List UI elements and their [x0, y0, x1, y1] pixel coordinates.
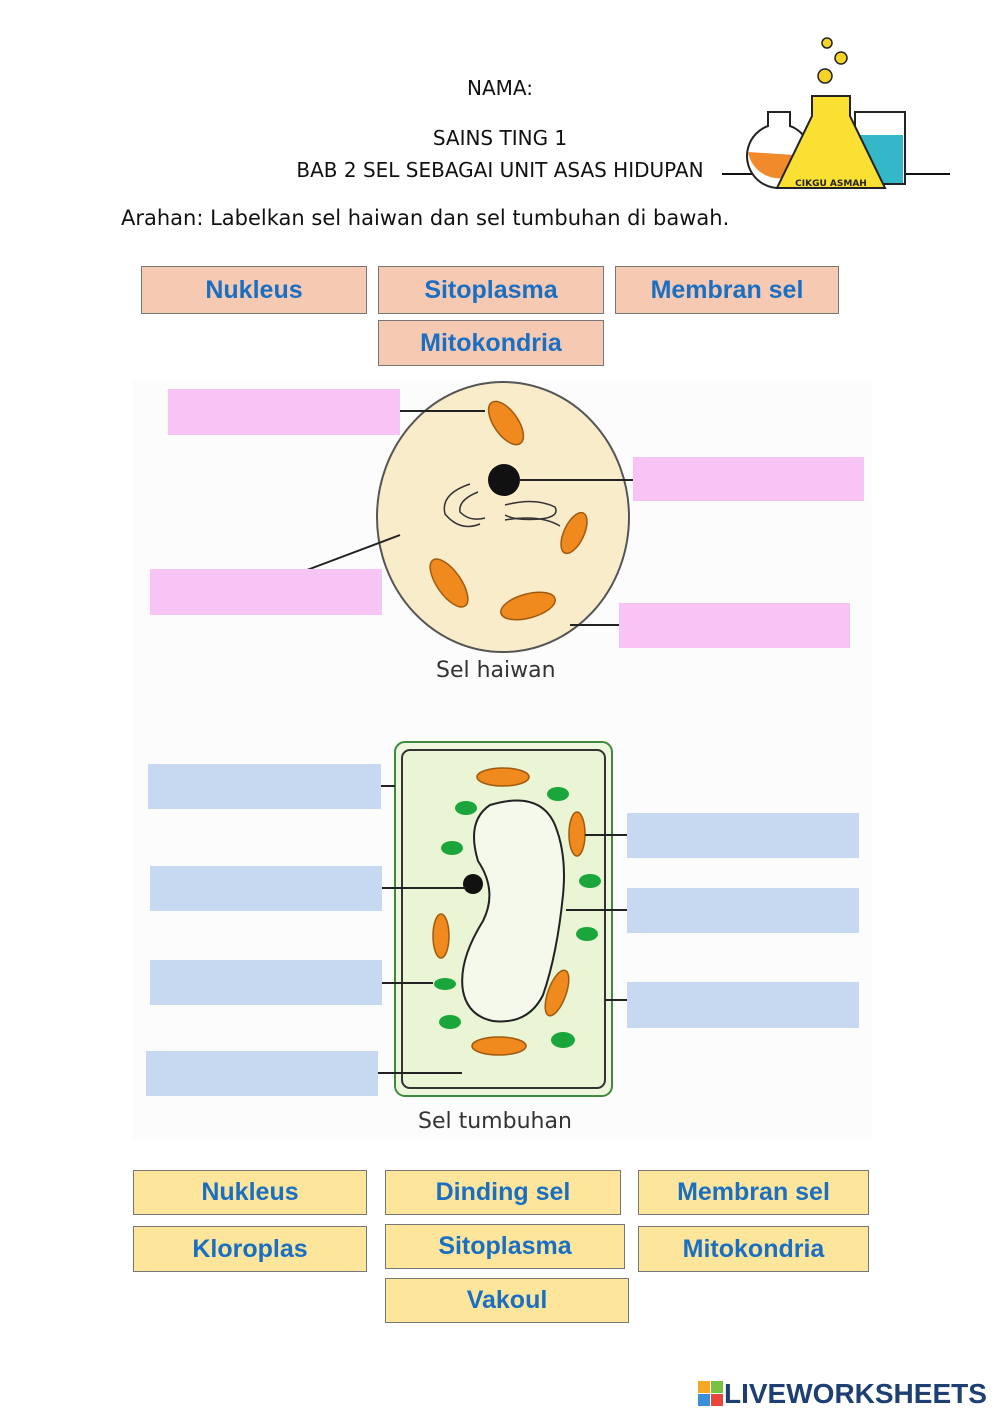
word-membran-sel[interactable]: Membran sel	[615, 266, 839, 314]
chloroplasts	[434, 787, 601, 1048]
golgi	[443, 483, 561, 528]
word-sitoplasma[interactable]: Sitoplasma	[378, 266, 604, 314]
animal-answer-3[interactable]	[150, 569, 382, 615]
chapter-title: BAB 2 SEL SEBAGAI UNIT ASAS HIDUPAN	[296, 158, 704, 182]
mitochondria	[432, 767, 586, 1056]
instruction-text: Arahan: Labelkan sel haiwan dan sel tumb…	[121, 206, 730, 230]
plant-cell-diagram	[374, 741, 627, 1097]
plant-answer-6[interactable]	[627, 888, 859, 933]
liveworksheets-logo: LIVEWORKSHEETS	[698, 1378, 987, 1410]
name-label: NAMA:	[467, 76, 533, 100]
animal-answer-1[interactable]	[168, 389, 400, 435]
nucleus	[488, 464, 520, 496]
word-dinding-sel[interactable]: Dinding sel	[385, 1170, 621, 1215]
nucleus	[463, 874, 483, 894]
word-mitokondria[interactable]: Mitokondria	[378, 320, 604, 366]
live-blocks-icon	[698, 1381, 723, 1406]
plant-answer-3[interactable]	[150, 960, 382, 1005]
animal-answer-4[interactable]	[619, 603, 850, 648]
plant-answer-2[interactable]	[150, 866, 382, 911]
brand-text: LIVEWORKSHEETS	[724, 1378, 987, 1409]
word-membran-sel[interactable]: Membran sel	[638, 1170, 869, 1215]
animal-cell-diagram	[306, 381, 634, 653]
plant-answer-7[interactable]	[627, 982, 859, 1028]
word-mitokondria[interactable]: Mitokondria	[638, 1226, 869, 1272]
word-kloroplas[interactable]: Kloroplas	[133, 1226, 367, 1272]
mitochondria	[429, 400, 588, 621]
word-nukleus[interactable]: Nukleus	[133, 1170, 367, 1215]
word-vakoul[interactable]: Vakoul	[385, 1278, 629, 1323]
word-nukleus[interactable]: Nukleus	[141, 266, 367, 314]
plant-answer-4[interactable]	[146, 1051, 378, 1096]
subject-title: SAINS TING 1	[432, 126, 568, 150]
plant-answer-5[interactable]	[627, 813, 859, 858]
plant-cell-caption: Sel tumbuhan	[418, 1109, 572, 1134]
animal-answer-2[interactable]	[633, 457, 864, 501]
word-sitoplasma[interactable]: Sitoplasma	[385, 1224, 625, 1269]
vacuole	[461, 799, 565, 1023]
plant-answer-1[interactable]	[148, 764, 381, 809]
animal-cell-caption: Sel haiwan	[436, 658, 556, 683]
